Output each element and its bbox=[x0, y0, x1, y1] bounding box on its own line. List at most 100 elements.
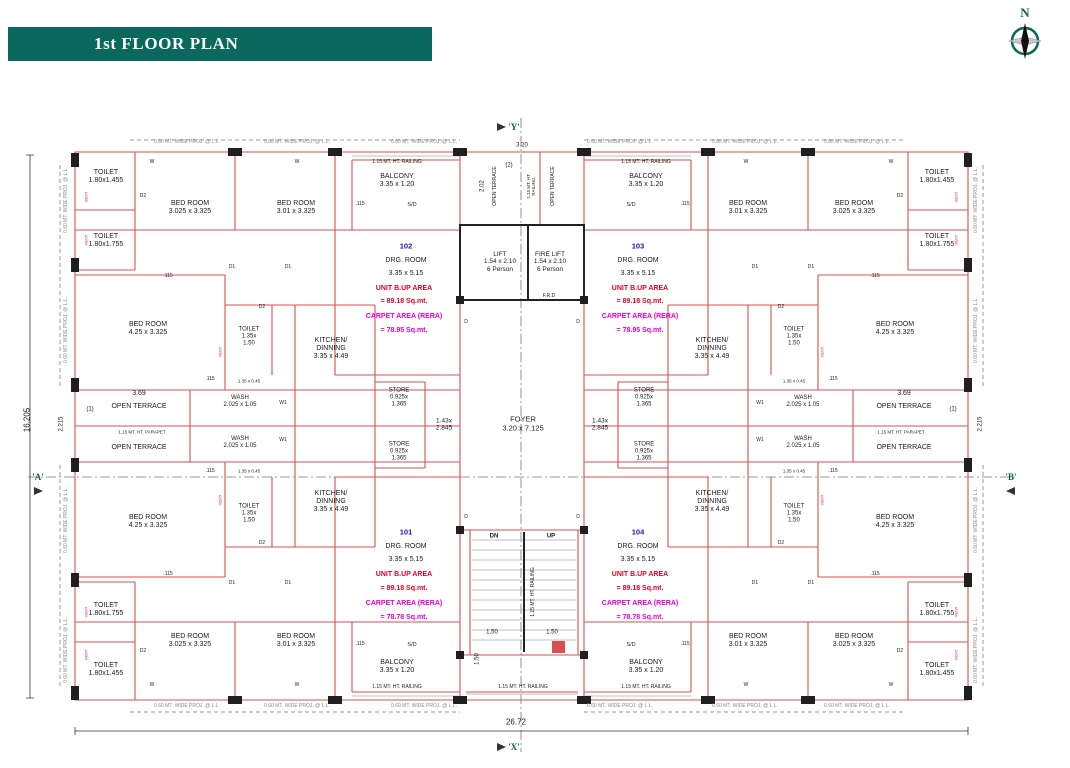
room-label-bedroom: BED ROOM 3.025 x 3.325 bbox=[168, 632, 212, 648]
proj-label: 0.60 MT. WIDE PROJ. @ L.L. bbox=[824, 703, 890, 710]
door-marker: D bbox=[576, 319, 580, 326]
dim-marker: 1.35 x 0.45 bbox=[782, 378, 806, 384]
stair-dn-label: DN bbox=[489, 533, 499, 540]
room-label-toilet: TOILET 1.35x 1.50 bbox=[238, 326, 260, 347]
window-marker: W bbox=[149, 159, 155, 166]
window-marker: W bbox=[888, 682, 894, 689]
area-carpet-103: CARPET AREA (RERA) bbox=[601, 312, 679, 320]
room-label-bedroom: BED ROOM 3.01 x 3.325 bbox=[276, 632, 316, 648]
proj-label: 0.60 MT. WIDE PROJ. @ L.L. bbox=[63, 167, 70, 233]
column-blocks bbox=[71, 148, 972, 704]
dim-label: 2.215 bbox=[977, 416, 984, 432]
dim-overall-width: 26.72 bbox=[505, 717, 527, 727]
door-marker: D bbox=[576, 514, 580, 521]
room-label-balcony: BALCONY 3.35 x 1.20 bbox=[379, 172, 415, 188]
room-dim: 3.35 x 5.15 bbox=[620, 555, 656, 563]
door-marker: D1 bbox=[228, 264, 236, 271]
axis-marker-a: 'A' bbox=[32, 471, 44, 482]
door-marker: D2 bbox=[896, 648, 904, 655]
room-label-bedroom: BED ROOM 4.25 x 3.325 bbox=[128, 513, 168, 529]
dim-marker: .115 bbox=[870, 571, 880, 578]
room-label-toilet: TOILET 1.80x1.755 bbox=[919, 232, 955, 248]
door-marker: D1 bbox=[284, 580, 292, 587]
unit-number-104: 104 bbox=[631, 527, 645, 537]
room-dim: 3.35 x 5.15 bbox=[388, 269, 424, 277]
dim-label: 1.50 bbox=[474, 653, 481, 665]
room-dim: 1.43x 2.845 bbox=[435, 417, 453, 432]
vent-marker: VENT bbox=[819, 494, 825, 506]
unit-number-103: 103 bbox=[631, 241, 645, 251]
axis-centerlines bbox=[28, 118, 1016, 752]
proj-label: 0.60 MT. WIDE PROJ. @ L.L. bbox=[587, 703, 653, 710]
room-label-store: STORE 0.925x 1.365 bbox=[633, 387, 655, 408]
door-marker: D2 bbox=[139, 193, 147, 200]
sd-marker: S/D bbox=[407, 641, 417, 648]
parapet-label: 1.15 MT. HT. PARAPET bbox=[877, 429, 925, 435]
railing-label: 1.15 MT. HT. RAILING bbox=[530, 567, 537, 617]
area-carpet-104-value: = 78.78 Sq.mt. bbox=[616, 613, 664, 621]
dim-marker: .115 bbox=[163, 571, 173, 578]
area-bup-101: UNIT B.UP AREA bbox=[375, 570, 433, 578]
stair-up-label: UP bbox=[546, 533, 556, 540]
window-marker: W bbox=[294, 682, 300, 689]
proj-label: 0.60 MT. WIDE PROJ. @ L.L. bbox=[973, 617, 980, 683]
area-bup-102: UNIT B.UP AREA bbox=[375, 284, 433, 292]
window-marker: W1 bbox=[756, 400, 764, 407]
vent-marker: VENT bbox=[819, 346, 825, 358]
room-label-bedroom: BED ROOM 3.025 x 3.325 bbox=[832, 199, 876, 215]
dim-marker: 1.35 x 0.45 bbox=[237, 468, 261, 474]
dim-marker: 1.35 x 0.45 bbox=[237, 378, 261, 384]
vent-marker: VENT bbox=[953, 606, 959, 618]
terrace-label: OPEN TERRACE bbox=[111, 443, 167, 451]
window-marker: W1 bbox=[756, 437, 764, 444]
proj-label: 0.60 MT. WIDE PROJ. @ L.L. bbox=[587, 139, 653, 146]
door-marker: D2 bbox=[777, 540, 785, 547]
proj-label: 0.60 MT. WIDE PROJ. @ L.L. bbox=[63, 297, 70, 363]
dim-label: 3.69 bbox=[132, 389, 146, 397]
proj-label: 0.60 MT. WIDE PROJ. @ L.L. bbox=[264, 139, 330, 146]
area-bup-103-value: = 89.18 Sq.mt. bbox=[616, 297, 664, 305]
proj-label: 0.60 MT. WIDE PROJ. @ L.L. bbox=[712, 703, 778, 710]
vent-marker: VENT bbox=[953, 649, 959, 661]
area-bup-102-value: = 89.18 Sq.mt. bbox=[380, 297, 428, 305]
room-label-toilet: TOILET 1.35x 1.50 bbox=[238, 503, 260, 524]
room-label-kitchen: KITCHEN/ DINNING 3.35 x 4.49 bbox=[694, 336, 730, 361]
room-dim: 1.43x 2.845 bbox=[591, 417, 609, 432]
room-label-bedroom: BED ROOM 3.01 x 3.325 bbox=[276, 199, 316, 215]
door-marker: D bbox=[464, 514, 468, 521]
frd-label: F.R.D bbox=[542, 293, 556, 300]
compass: N bbox=[1001, 6, 1049, 68]
railing-label: 1.15 MT. HT. RAILING bbox=[498, 684, 548, 691]
dim-marker: .115 bbox=[355, 641, 365, 648]
room-label-wash: WASH 2.025 x 1.05 bbox=[786, 395, 820, 408]
equipment-box bbox=[552, 641, 565, 653]
proj-label: 0.60 MT. WIDE PROJ. @ L.L. bbox=[973, 167, 980, 233]
area-bup-103: UNIT B.UP AREA bbox=[611, 284, 669, 292]
room-label-drg: DRG. ROOM bbox=[385, 542, 427, 550]
room-label-bedroom: BED ROOM 4.25 x 3.325 bbox=[875, 513, 915, 529]
room-label-toilet: TOILET 1.80x1.455 bbox=[919, 661, 955, 677]
door-marker: D1 bbox=[807, 580, 815, 587]
area-carpet-103-value: = 78.95 Sq.mt. bbox=[616, 326, 664, 334]
room-label-toilet: TOILET 1.80x1.755 bbox=[919, 601, 955, 617]
dimension-lines bbox=[26, 154, 969, 735]
railing-label: 1.15 MT. HT. RAILING bbox=[621, 159, 671, 166]
terrace-label: OPEN TERRACE bbox=[876, 402, 932, 410]
railing-label: 1.15 MT. HT. RAILING bbox=[621, 684, 671, 691]
dim-marker: .115 bbox=[680, 641, 690, 648]
room-label-bedroom: BED ROOM 3.025 x 3.325 bbox=[168, 199, 212, 215]
room-label-fire-lift: FIRE LIFT 1.54 x 2.10 6 Person bbox=[533, 250, 567, 273]
room-label-drg: DRG. ROOM bbox=[617, 542, 659, 550]
door-marker: D1 bbox=[228, 580, 236, 587]
dim-label: 2.02 bbox=[479, 180, 486, 192]
parapet-label: 1.15 MT. HT. PARAPET bbox=[118, 429, 166, 435]
proj-label: 0.60 MT. WIDE PROJ. @ L.L. bbox=[391, 139, 457, 146]
room-label-bedroom: BED ROOM 3.01 x 3.325 bbox=[728, 199, 768, 215]
axis-marker-x: 'X' bbox=[508, 741, 520, 752]
window-marker: W bbox=[149, 682, 155, 689]
dim-marker: .115 bbox=[828, 376, 838, 383]
proj-label: 0.60 MT. WIDE PROJ. @ L.L. bbox=[391, 703, 457, 710]
proj-label: 0.60 MT. WIDE PROJ. @ L.L. bbox=[264, 703, 330, 710]
door-marker: D1 bbox=[751, 580, 759, 587]
